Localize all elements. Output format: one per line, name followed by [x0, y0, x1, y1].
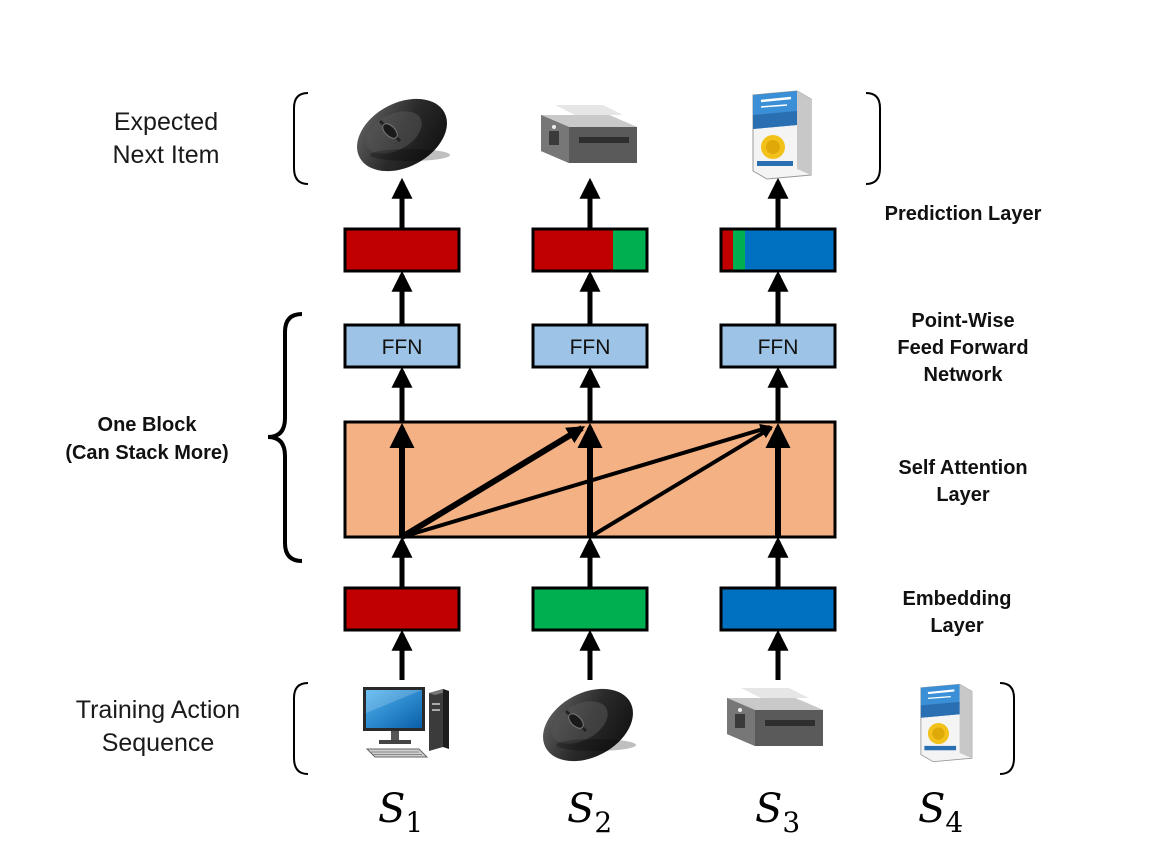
embedding-label-line1: Embedding [903, 588, 1012, 610]
prediction-layer-label: Prediction Layer [885, 203, 1042, 225]
training-left-bracket [293, 682, 309, 775]
arrows [389, 177, 791, 680]
attention-label-line2: Layer [936, 484, 990, 506]
seq-label-2-base: S [567, 786, 594, 832]
training-label-line2: Sequence [102, 729, 215, 757]
embedding-box-3 [719, 586, 837, 632]
seq-label-3-sub: 3 [782, 806, 800, 839]
seq-label-1: S1 [378, 786, 423, 839]
training-label-line1: Training Action [76, 696, 240, 724]
printer-icon [727, 688, 823, 746]
ffn-box-1-text: FFN [382, 336, 423, 359]
ffn-box-3-text: FFN [758, 336, 799, 359]
block-curly-brace [267, 312, 303, 563]
paper-icon [751, 89, 813, 181]
expected-left-bracket [293, 92, 309, 185]
prediction-box-1 [343, 227, 461, 273]
ffn-box-3: FFN [719, 323, 837, 369]
expected-label-line1: Expected [114, 108, 218, 136]
ffn-box-1: FFN [343, 323, 461, 369]
seq-label-3-base: S [755, 786, 782, 832]
expected-label-line2: Next Item [113, 141, 220, 169]
seq-label-4-base: S [918, 786, 945, 832]
embedding-box-1 [343, 586, 461, 632]
seq-label-3: S3 [755, 786, 800, 839]
arrow-attn-1-to-3 [401, 424, 773, 539]
ffn-box-2-text: FFN [570, 336, 611, 359]
mouse-icon [343, 82, 461, 188]
attention-label-line1: Self Attention [898, 457, 1027, 479]
arrow-attn-1-to-2 [400, 425, 586, 540]
prediction-box-3 [719, 227, 837, 273]
seq-label-4: S4 [918, 786, 963, 839]
ffn-label-line3: Network [924, 364, 1004, 386]
embedding-label-line2: Layer [930, 615, 984, 637]
one-block-label-line1: One Block [98, 414, 198, 436]
printer-icon [541, 105, 637, 163]
ffn-label-line2: Feed Forward [897, 337, 1028, 359]
arrow-attn-2-to-3 [588, 426, 774, 539]
ffn-label-line1: Point-Wise [911, 310, 1014, 332]
mouse-icon [529, 672, 647, 778]
one-block-label-line2: (Can Stack More) [65, 442, 228, 464]
training-right-bracket [999, 682, 1015, 775]
seq-label-2-sub: 2 [594, 806, 612, 839]
seq-label-2: S2 [567, 786, 612, 839]
prediction-box-2 [531, 227, 649, 273]
ffn-box-2: FFN [531, 323, 649, 369]
seq-label-4-sub: 4 [945, 806, 963, 839]
paper-icon [919, 683, 974, 763]
computer-icon [362, 686, 450, 758]
embedding-box-2 [531, 586, 649, 632]
expected-right-bracket [865, 92, 881, 185]
seq-label-1-base: S [378, 786, 405, 832]
seq-label-1-sub: 1 [405, 806, 423, 839]
